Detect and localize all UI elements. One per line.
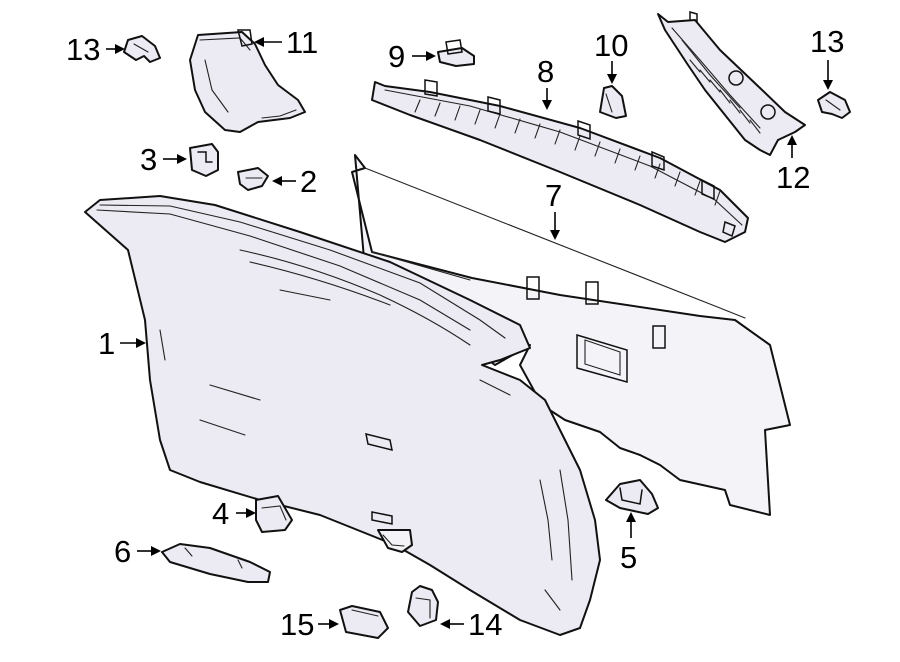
part-6-handle-strip	[161, 543, 271, 583]
part-14-fastener	[407, 585, 439, 627]
part-10-retainer	[599, 85, 627, 119]
part-15-plug	[339, 605, 389, 639]
callout-14: 14	[468, 607, 502, 642]
part-7-backing-panel	[351, 154, 791, 516]
callout-13-right: 13	[810, 24, 844, 59]
callout-10: 10	[594, 28, 628, 63]
callout-6: 6	[114, 534, 131, 569]
callout-2: 2	[300, 164, 317, 199]
part-4-cover	[255, 495, 293, 533]
callout-labels: 1 2 3 4 5 6 7 8 9 10 11 12 13 13 14 15	[66, 24, 844, 642]
callout-9: 9	[388, 39, 405, 74]
part-12-pillar-trim	[657, 11, 806, 156]
part-8-upper-trim-strip	[371, 79, 749, 243]
callout-8: 8	[537, 54, 554, 89]
callout-15: 15	[280, 607, 314, 642]
leader-lines	[106, 37, 833, 629]
callout-1: 1	[98, 326, 115, 361]
part-8-ribs	[414, 99, 721, 206]
callout-13-left: 13	[66, 32, 100, 67]
part-1-liftgate-trim-panel	[84, 195, 601, 636]
callout-11: 11	[286, 25, 318, 60]
callout-4: 4	[212, 496, 229, 531]
callout-5: 5	[620, 540, 637, 575]
callout-3: 3	[140, 142, 157, 177]
part-2-clip	[237, 167, 269, 191]
part-3-bracket	[189, 143, 219, 177]
part-13-clip-left	[123, 35, 161, 63]
callout-12: 12	[776, 160, 810, 195]
part-13-clip-right	[817, 91, 851, 119]
callout-7: 7	[545, 178, 562, 213]
part-5-clip	[605, 479, 659, 515]
part-11-corner-trim	[189, 29, 306, 133]
part-9-clip	[437, 39, 475, 67]
